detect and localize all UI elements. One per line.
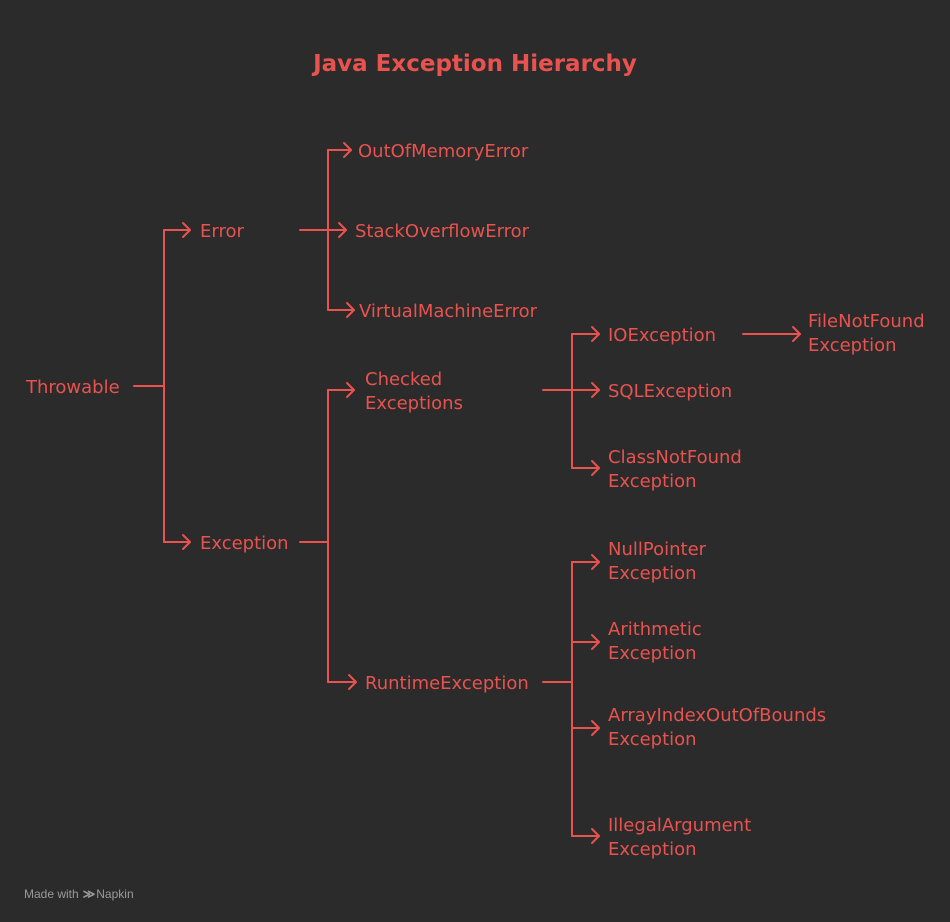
node-runtime-exception-line-1: RuntimeException [365, 673, 529, 694]
node-arithmetic-exception-line-1: Arithmetic [608, 619, 702, 640]
node-array-index-out-of-bounds-exception-line-1: ArrayIndexOutOfBounds [608, 705, 827, 726]
diagram-title: Java Exception Hierarchy [313, 51, 637, 77]
node-class-not-found-exception-line-1: ClassNotFound [608, 447, 742, 468]
node-file-not-found-exception-line-1: FileNotFound [808, 311, 925, 332]
arrowhead-runtime-exception-to-null-pointer-exception-icon [591, 554, 600, 570]
napkin-logo-icon: ≫ [82, 887, 95, 901]
node-stack-overflow-error-line-1: StackOverflowError [355, 221, 530, 242]
node-null-pointer-exception-line-2: Exception [608, 563, 697, 584]
node-exception-line-1: Exception [200, 533, 289, 554]
arrowhead-runtime-exception-to-array-index-out-of-bounds-exception-icon [591, 720, 600, 736]
node-null-pointer-exception-line-1: NullPointer [608, 539, 707, 560]
arrowhead-runtime-exception-to-arithmetic-exception-icon [591, 634, 600, 650]
node-arithmetic-exception: Arithmetic Exception [608, 618, 702, 666]
node-checked-exceptions-line-1: Checked [365, 369, 443, 390]
napkin-brand-label: Napkin [96, 887, 134, 901]
node-virtual-machine-error: VirtualMachineError [359, 300, 537, 324]
node-class-not-found-exception-line-2: Exception [608, 471, 697, 492]
node-sql-exception-line-1: SQLException [608, 381, 733, 402]
node-arithmetic-exception-line-2: Exception [608, 643, 697, 664]
arrowhead-checked-exceptions-to-io-exception-icon [591, 326, 600, 342]
arrowhead-exception-to-checked-exceptions-icon [346, 382, 355, 398]
arrowhead-exception-to-runtime-exception-icon [348, 674, 357, 690]
node-throwable-line-1: Throwable [26, 377, 120, 398]
arrowhead-error-to-out-of-memory-error-icon [343, 142, 352, 158]
node-error-line-1: Error [200, 221, 244, 242]
arrowhead-checked-exceptions-to-sql-exception-icon [591, 382, 600, 398]
node-runtime-exception: RuntimeException [365, 672, 529, 696]
node-checked-exceptions: Checked Exceptions [365, 368, 463, 416]
arrowhead-io-exception-to-file-not-found-exception-icon [792, 326, 801, 342]
arrowhead-error-to-virtual-machine-error-icon [346, 302, 355, 318]
node-illegal-argument-exception: IllegalArgument Exception [608, 814, 751, 862]
node-virtual-machine-error-line-1: VirtualMachineError [359, 301, 538, 322]
node-io-exception-line-1: IOException [608, 325, 717, 346]
node-array-index-out-of-bounds-exception: ArrayIndexOutOfBounds Exception [608, 704, 826, 752]
node-file-not-found-exception: FileNotFound Exception [808, 310, 925, 358]
node-error: Error [200, 220, 244, 244]
node-exception: Exception [200, 532, 289, 556]
node-checked-exceptions-line-2: Exceptions [365, 393, 463, 414]
arrowhead-checked-exceptions-to-class-not-found-exception-icon [591, 460, 600, 476]
arrowhead-throwable-to-error-icon [182, 222, 191, 238]
arrowhead-runtime-exception-to-illegal-argument-exception-icon [591, 828, 600, 844]
node-array-index-out-of-bounds-exception-line-2: Exception [608, 729, 697, 750]
node-io-exception: IOException [608, 324, 716, 348]
made-with-label: Made with [24, 887, 79, 901]
node-throwable: Throwable [26, 376, 120, 400]
node-file-not-found-exception-line-2: Exception [808, 335, 897, 356]
node-class-not-found-exception: ClassNotFound Exception [608, 446, 742, 494]
node-illegal-argument-exception-line-2: Exception [608, 839, 697, 860]
node-out-of-memory-error-line-1: OutOfMemoryError [358, 141, 529, 162]
node-null-pointer-exception: NullPointer Exception [608, 538, 706, 586]
node-sql-exception: SQLException [608, 380, 732, 404]
node-illegal-argument-exception-line-1: IllegalArgument [608, 815, 752, 836]
node-stack-overflow-error: StackOverflowError [355, 220, 529, 244]
made-with-napkin-footer: Made with≫Napkin [24, 886, 134, 902]
node-out-of-memory-error: OutOfMemoryError [358, 140, 528, 164]
arrowhead-error-to-stack-overflow-error-icon [338, 222, 347, 238]
arrowhead-throwable-to-exception-icon [182, 534, 191, 550]
